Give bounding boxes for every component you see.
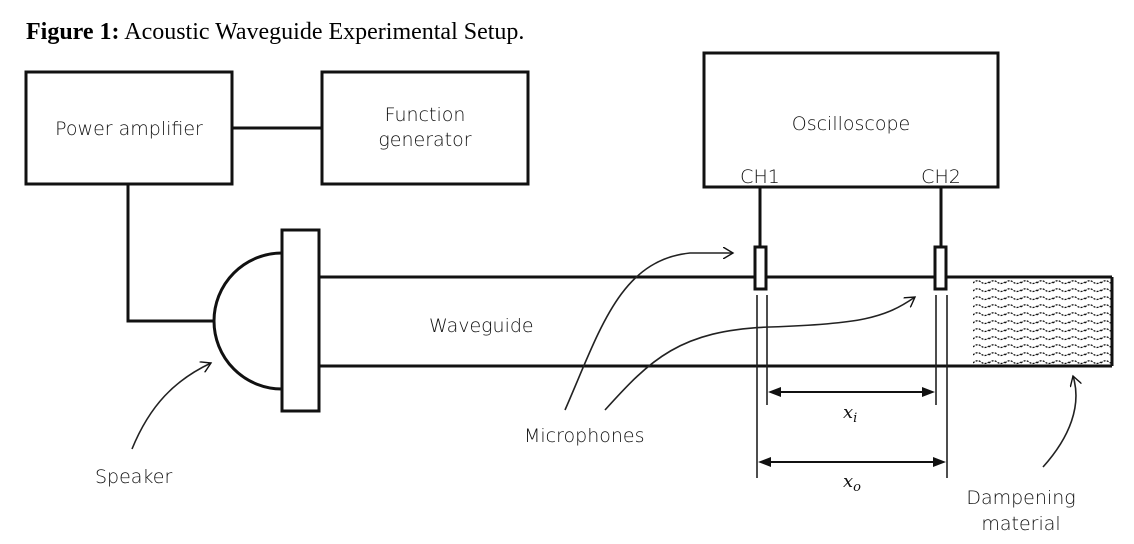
microphones-label: Microphones [524, 425, 645, 447]
ch1-label: CH1 [740, 166, 780, 188]
power-amplifier-box: Power amplifier [24, 70, 234, 186]
figure-caption: Acoustic Waveguide Experimental Setup. [124, 19, 525, 45]
microphone-2-callout-arrow [604, 297, 915, 411]
microphone-1 [753, 245, 768, 291]
speaker-flange [280, 228, 321, 413]
figure-title: Figure 1: Acoustic Waveguide Experimenta… [26, 19, 524, 46]
microphone-2 [933, 245, 948, 291]
dampening-callout-arrow [1042, 376, 1076, 468]
figure-label: Figure 1: [26, 19, 120, 45]
xi-arrowhead-right [922, 387, 935, 397]
microphone-1-callout-arrow [564, 253, 733, 411]
dampening-label-line2: material [981, 513, 1060, 535]
waveguide-label: Waveguide [429, 315, 534, 337]
xo-label: xo [843, 471, 861, 495]
amp-speaker-cable [126, 184, 213, 323]
function-generator-box: Function generator [320, 70, 530, 186]
power-amplifier-label: Power amplifier [55, 118, 203, 140]
xo-arrowhead-right [933, 457, 946, 467]
oscilloscope-label: Oscilloscope [792, 113, 910, 135]
speaker-label: Speaker [95, 466, 172, 488]
xo-arrowhead-left [758, 457, 771, 467]
xi-arrowhead-left [768, 387, 781, 397]
speaker-callout-arrow [131, 363, 211, 450]
dampening-label-line1: Dampening [966, 487, 1075, 509]
dampening-material [973, 279, 1111, 365]
oscilloscope-box: Oscilloscope CH1 CH2 [702, 51, 1000, 189]
function-generator-label-line1: Function [385, 104, 466, 126]
speaker-cone [212, 251, 283, 391]
ch2-label: CH2 [921, 166, 961, 188]
xi-label: xi [843, 402, 857, 426]
function-generator-label-line2: generator [378, 129, 471, 151]
